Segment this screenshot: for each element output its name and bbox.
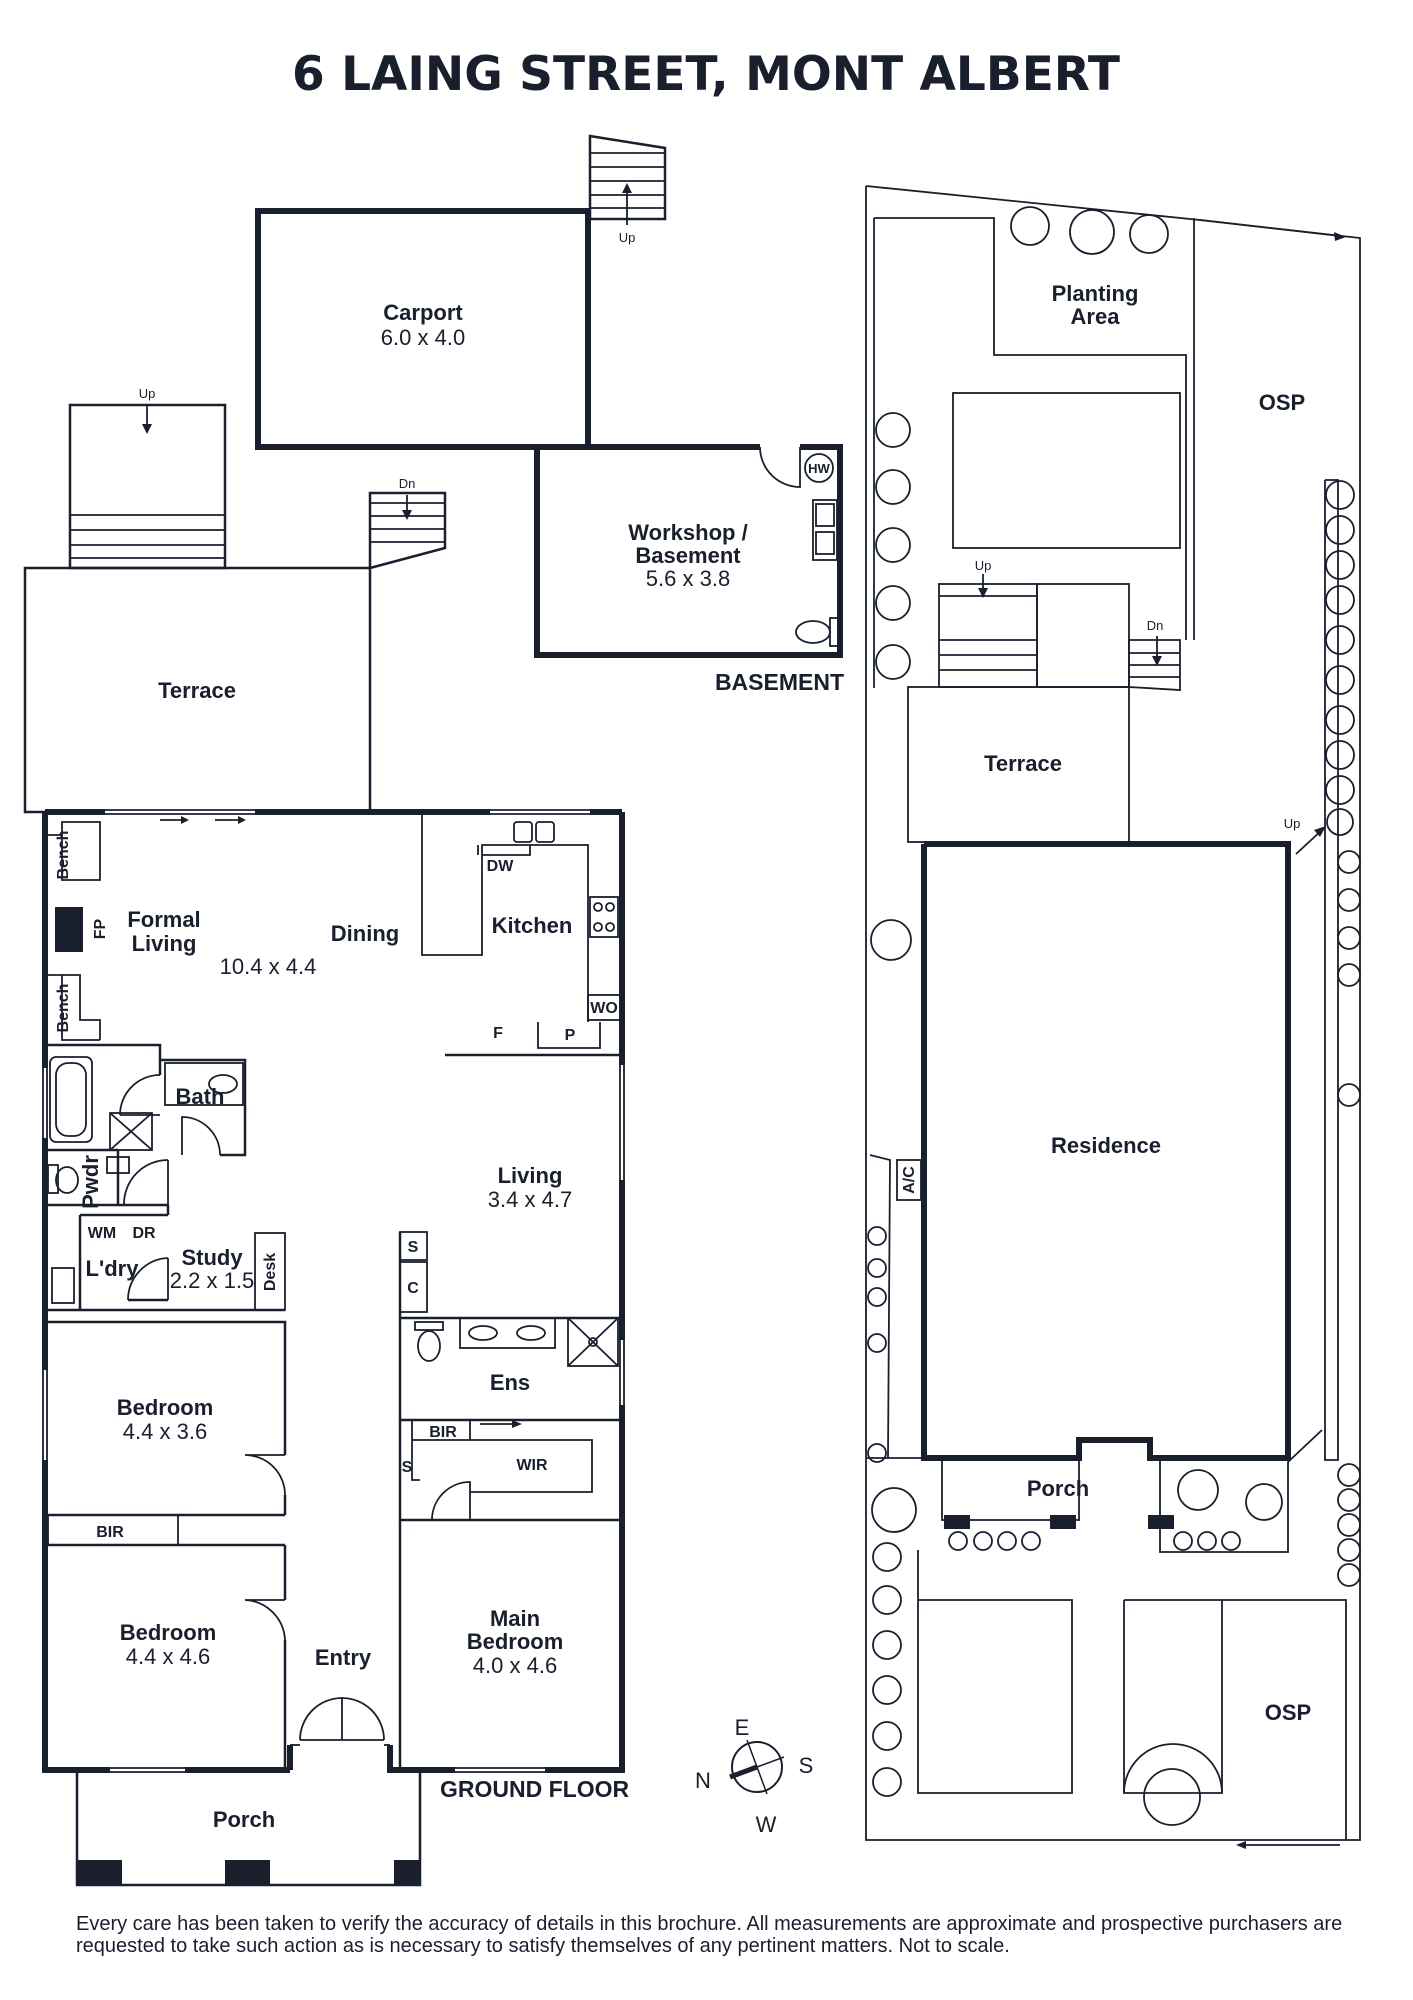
main-bedroom: Main Bedroom 4.0 x 4.6 <box>398 1420 622 1770</box>
disclaimer: Every care has been taken to verify the … <box>76 1913 1343 1957</box>
entry: Entry <box>290 1645 390 1746</box>
bedroom-1-dimensions: 4.4 x 3.6 <box>123 1419 207 1444</box>
compass: E N S W <box>695 1715 813 1837</box>
main-bedroom-label-2: Bedroom <box>467 1629 564 1654</box>
hot-water-label: HW <box>808 461 830 476</box>
storage-label: S <box>408 1239 419 1256</box>
formal-living-label-1: Formal <box>127 907 200 932</box>
osp-label: OSP <box>1259 390 1305 415</box>
compass-north: N <box>695 1768 711 1793</box>
living-room: Living 3.4 x 4.7 S C <box>399 1163 572 1313</box>
formal-living-label-2: Living <box>132 931 197 956</box>
bedroom-1-label: Bedroom <box>117 1395 214 1420</box>
compass-west: W <box>756 1812 777 1837</box>
fireplace-label: FP <box>92 918 109 939</box>
desk-label: Desk <box>262 1253 279 1291</box>
workshop-room: HW Workshop / Basement 5.6 x 3.8 <box>534 444 843 658</box>
laundry-label: L'dry <box>86 1256 140 1281</box>
living-dining-kitchen: Bench Bench FP Formal Living 10.4 x 4.4 … <box>45 812 622 1057</box>
terrace-stairs-down: Dn <box>368 476 447 570</box>
bir-label: BIR <box>96 1524 124 1541</box>
porch-label: Porch <box>213 1807 275 1832</box>
stairs-down-label: Dn <box>1147 618 1164 633</box>
pantry-label: P <box>565 1027 576 1044</box>
living-label: Living <box>498 1163 563 1188</box>
compass-south: S <box>799 1753 814 1778</box>
workshop-label-1: Workshop / <box>628 520 747 545</box>
residence-label: Residence <box>1051 1133 1161 1158</box>
workshop-label-2: Basement <box>635 543 741 568</box>
laundry-study: WM DR L'dry Desk Study 2.2 x 1.5 <box>45 1205 286 1312</box>
stairs-up-label: Up <box>139 386 156 401</box>
dryer-label: DR <box>132 1225 156 1242</box>
ground-floor-label: GROUND FLOOR <box>440 1776 629 1802</box>
bedroom-2: BIR Bedroom 4.4 x 4.6 <box>45 1514 287 1770</box>
kitchen-label: Kitchen <box>492 913 573 938</box>
study-dimensions: 2.2 x 1.5 <box>170 1268 254 1293</box>
bath-label: Bath <box>176 1084 225 1109</box>
dishwasher-label: DW <box>487 858 515 875</box>
terrace-left: Terrace <box>23 566 372 814</box>
main-bedroom-dimensions: 4.0 x 4.6 <box>473 1653 557 1678</box>
ensuite-label: Ens <box>490 1370 530 1395</box>
bench-label: Bench <box>55 984 72 1033</box>
bench-label: Bench <box>55 831 72 880</box>
bedroom-1: Bedroom 4.4 x 3.6 <box>45 1320 287 1517</box>
terrace-stairs-up: Up <box>68 386 227 570</box>
carport-room: Carport 6.0 x 4.0 <box>255 208 591 450</box>
stairs-up-label: Up <box>975 558 992 573</box>
porch-front: Porch <box>75 1770 422 1887</box>
workshop-dimensions: 5.6 x 3.8 <box>646 566 730 591</box>
stairs-up-label: Up <box>619 230 636 245</box>
fireplace <box>55 907 83 952</box>
bath-room: Bath <box>45 1043 247 1157</box>
planting-area-label-1: Planting <box>1052 281 1139 306</box>
walk-in-robe: BIR WIR S <box>402 1420 593 1521</box>
carport-stairs: Up <box>588 134 667 245</box>
entry-label: Entry <box>315 1645 372 1670</box>
terrace-label: Terrace <box>158 678 236 703</box>
main-bedroom-label-1: Main <box>490 1606 540 1631</box>
osp-label: OSP <box>1265 1700 1311 1725</box>
site-plan: Planting Area OSP <box>865 185 1361 1849</box>
compass-east: E <box>735 1715 750 1740</box>
storage-label: S <box>402 1459 413 1476</box>
stairs-up-label: Up <box>1284 816 1301 831</box>
fridge-label: F <box>493 1025 503 1042</box>
bir-label: BIR <box>429 1424 457 1441</box>
living-dimensions: 3.4 x 4.7 <box>488 1187 572 1212</box>
ensuite-room: Ens <box>398 1232 622 1422</box>
stairs-down-label: Dn <box>399 476 416 491</box>
page-title: 6 LAING STREET, MONT ALBERT <box>292 47 1120 102</box>
carport-label: Carport <box>383 300 463 325</box>
house-walls <box>41 808 626 1774</box>
basement-floor-label: BASEMENT <box>715 669 844 695</box>
bedroom-2-label: Bedroom <box>120 1620 217 1645</box>
bedroom-2-dimensions: 4.4 x 4.6 <box>126 1644 210 1669</box>
powder-label: Pwdr <box>78 1155 103 1209</box>
wall-oven-label: WO <box>590 1000 618 1017</box>
study-label: Study <box>181 1245 243 1270</box>
ac-label: A/C <box>901 1166 918 1194</box>
site-porch-label: Porch <box>1027 1476 1089 1501</box>
planting-area-label-2: Area <box>1071 304 1121 329</box>
carport-dimensions: 6.0 x 4.0 <box>381 325 465 350</box>
living-dining-dimensions: 10.4 x 4.4 <box>220 954 317 979</box>
powder-room: Pwdr <box>45 1150 169 1209</box>
site-terrace-label: Terrace <box>984 751 1062 776</box>
wir-label: WIR <box>516 1457 548 1474</box>
washing-machine-label: WM <box>88 1225 116 1242</box>
dining-label: Dining <box>331 921 399 946</box>
cupboard-label: C <box>407 1280 419 1297</box>
